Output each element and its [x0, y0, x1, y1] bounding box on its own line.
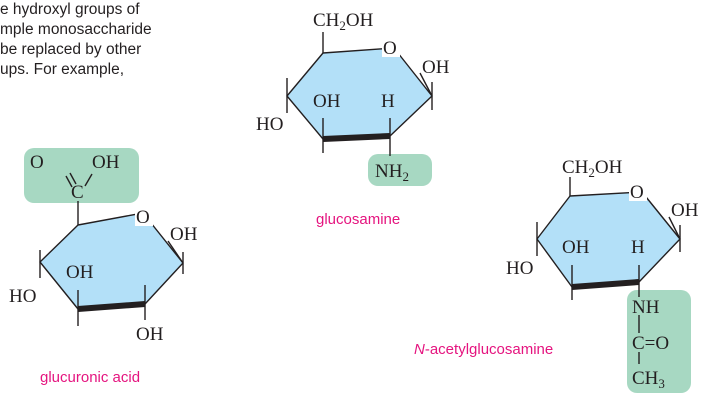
c1-oh-bond: [167, 240, 184, 264]
ring-oxygen: O: [136, 207, 150, 228]
atom-ch2oh: CH2OH: [313, 10, 374, 33]
atom-h: H: [631, 237, 645, 258]
glucosamine-ring: [286, 47, 433, 140]
ring-front-edge: [571, 279, 640, 290]
atom-oh: OH: [66, 262, 94, 283]
atom-h: H: [381, 91, 395, 112]
acetylglucosamine-ring: [536, 191, 681, 288]
ring-oxygen-bg: [629, 181, 647, 201]
glucosamine-structure: CH2OH O OH OH H HO NH2 glucosamine: [256, 10, 450, 228]
c-o-double-bond-b: [69, 172, 77, 185]
atom-nh: NH: [632, 297, 660, 318]
ring-oxygen: O: [630, 182, 644, 203]
atom-ho: HO: [256, 114, 283, 135]
atom-ho: HO: [9, 286, 36, 307]
acetylglucosamine-label: N-acetylglucosamine: [414, 341, 553, 358]
atom-carbonyl: C=O: [632, 333, 669, 354]
intro-line: ups. For example,: [0, 61, 125, 78]
intro-text: e hydroxyl groups of mple monosaccharide…: [0, 0, 240, 80]
carboxyl-highlight: [24, 148, 139, 203]
glucosamine-label: glucosamine: [316, 211, 400, 228]
acetylamino-highlight: [627, 290, 691, 393]
intro-line: e hydroxyl groups of: [0, 1, 140, 18]
ring-oxygen-bg: [135, 206, 153, 226]
atom-ch3: CH3: [632, 368, 665, 391]
ring-front-edge: [322, 133, 391, 142]
ring-front-edge: [77, 301, 146, 312]
atom-oh: OH: [422, 57, 450, 78]
amino-highlight: [368, 154, 432, 186]
c1-oh-bond: [668, 216, 681, 240]
glucuronic-acid-label: glucuronic acid: [40, 369, 140, 386]
atom-oh: OH: [170, 224, 198, 245]
c-oh-bond: [84, 173, 93, 187]
atom-oh: OH: [671, 200, 699, 221]
atom-o: O: [30, 152, 44, 173]
atom-ch2oh: CH2OH: [562, 157, 623, 180]
atom-oh: OH: [313, 91, 341, 112]
atom-oh: OH: [92, 152, 120, 173]
atom-ho: HO: [506, 258, 533, 279]
intro-line: be replaced by other: [0, 41, 142, 58]
ring-oxygen: O: [383, 38, 397, 59]
intro-line: mple monosaccharide: [0, 21, 152, 38]
c-o-double-bond-a: [65, 175, 73, 188]
c1-oh-bond: [419, 72, 433, 97]
ring-oxygen-bg: [382, 37, 400, 57]
atom-oh: OH: [562, 237, 590, 258]
atom-oh: OH: [136, 324, 164, 345]
atom-c: C: [71, 182, 84, 203]
atom-nh2: NH2: [375, 161, 409, 184]
glucuronic-acid-structure: O OH C O OH OH HO OH glucuronic acid: [9, 148, 198, 386]
glucuronic-ring: [39, 212, 184, 310]
acetylglucosamine-structure: CH2OH O OH OH H HO NH C=O CH3 N-acetylgl…: [414, 157, 699, 393]
